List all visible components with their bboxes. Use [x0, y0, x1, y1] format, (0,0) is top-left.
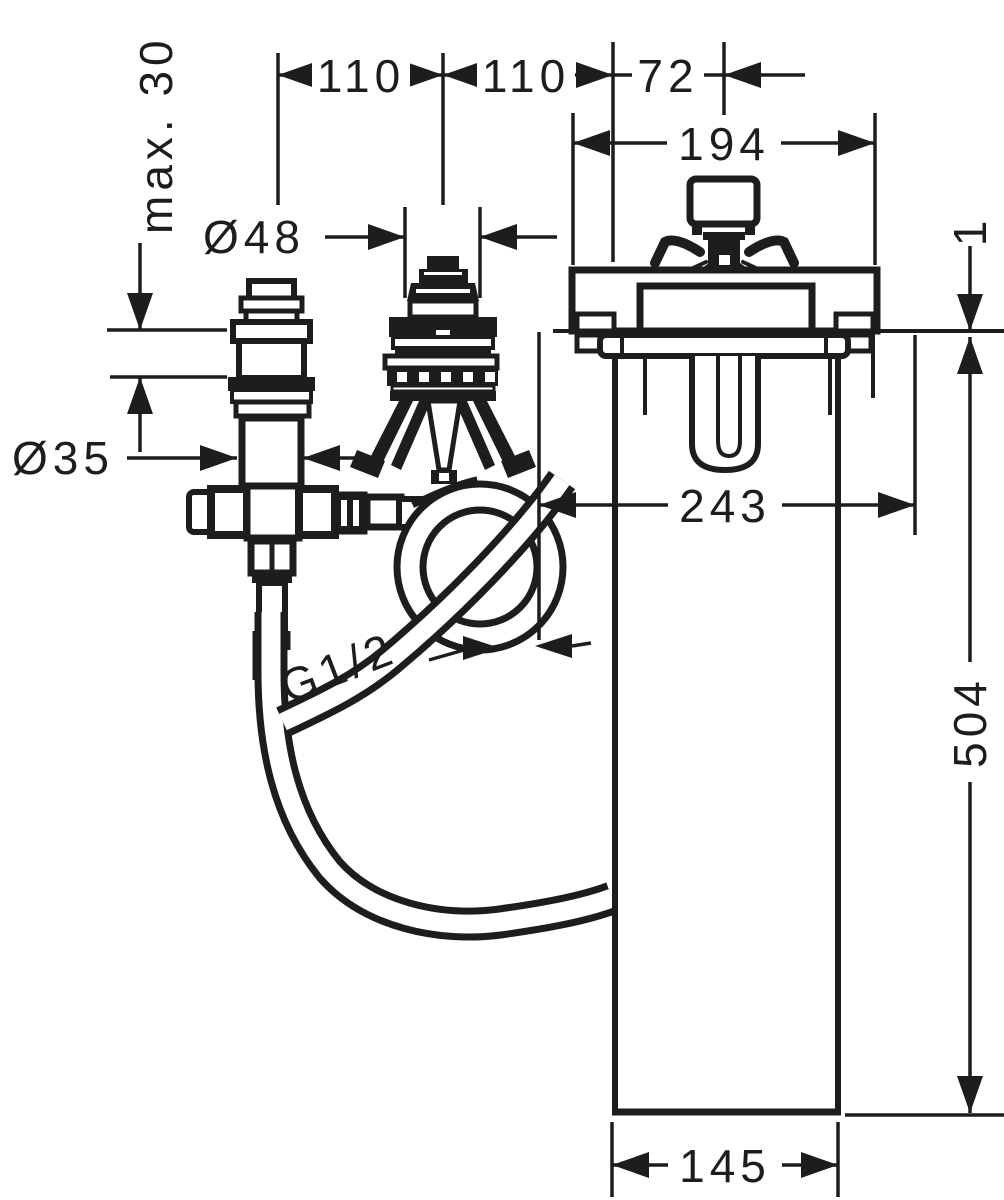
dim-label-1: 1 [944, 216, 996, 247]
hose-drawing [254, 470, 618, 941]
dim-label-dia48: Ø48 [203, 211, 305, 263]
dim-label-max30: max. 30 [130, 35, 182, 234]
left-valve-drawing [186, 278, 424, 680]
dim-label-72: 72 [637, 50, 698, 102]
dim-label-194: 194 [678, 118, 770, 170]
label-backgrounds [312, 52, 992, 1188]
diverter-cartridge-drawing [350, 256, 536, 484]
dim-label-110-mid: 110 [482, 50, 570, 102]
dim-label-110-left: 110 [317, 50, 405, 102]
dimension-arrows [127, 62, 983, 1178]
tub-spout-section-drawing [568, 175, 881, 1116]
dimension-labels: 110 110 72 194 Ø48 max. 30 Ø35 243 G1/2 … [12, 35, 996, 1192]
dim-label-145: 145 [679, 1140, 771, 1192]
dim-label-504: 504 [944, 676, 996, 768]
dim-label-243: 243 [679, 480, 771, 532]
dim-label-dia35: Ø35 [12, 432, 114, 484]
